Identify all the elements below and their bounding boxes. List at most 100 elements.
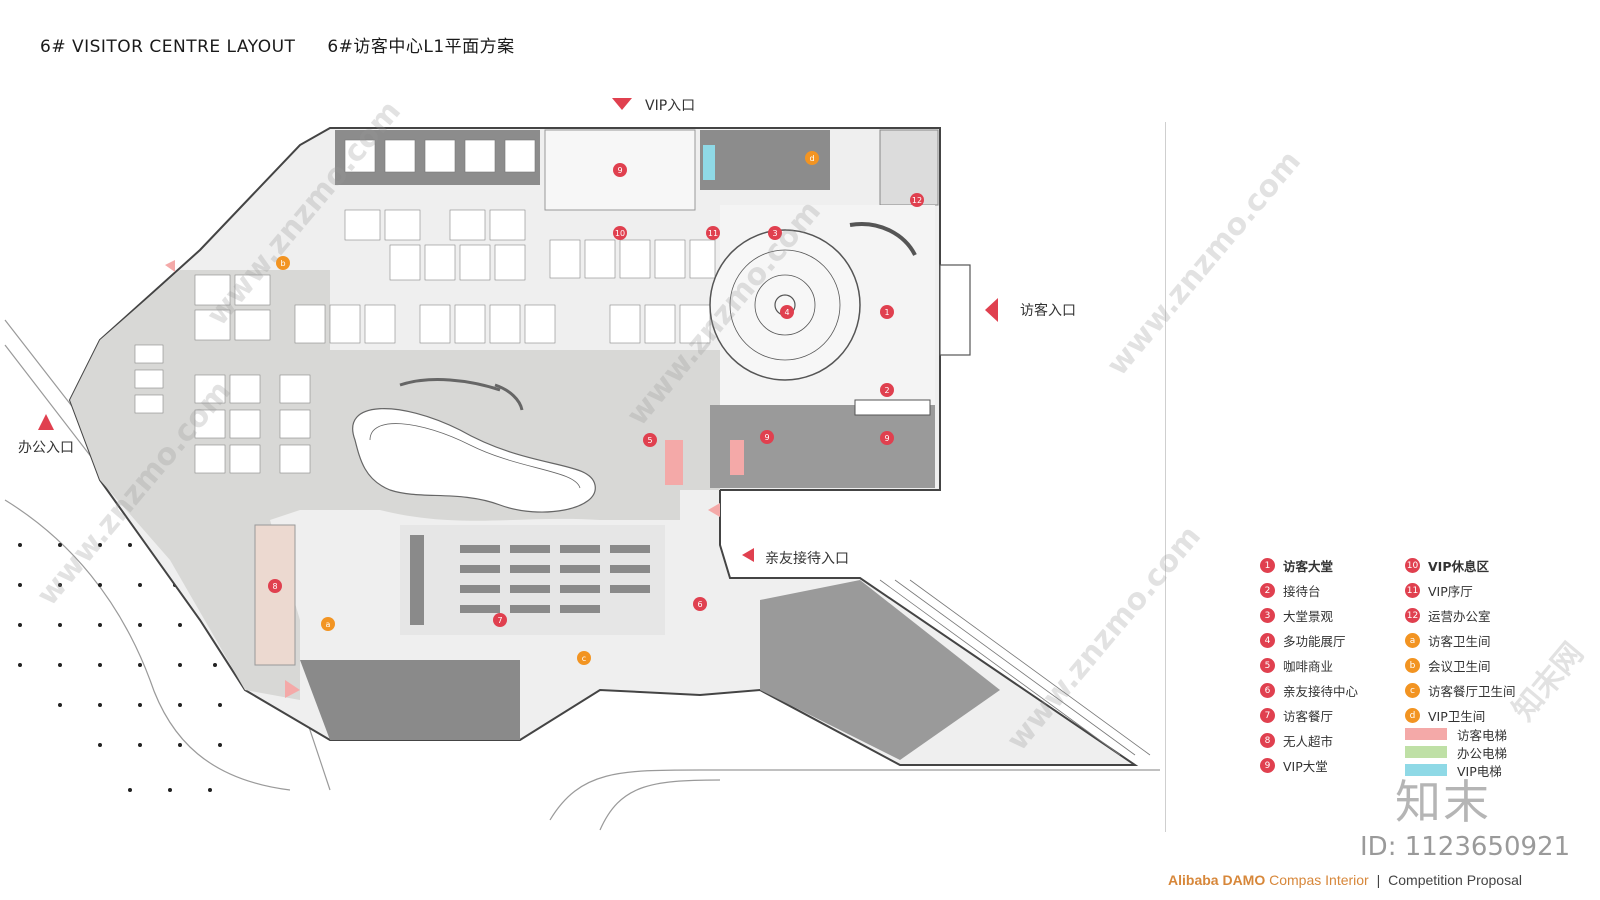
plan-marker-c: c xyxy=(577,651,591,665)
svg-text:2: 2 xyxy=(884,386,889,395)
legend-badge-12: 12 xyxy=(1405,608,1420,623)
legend-label-4: 多功能展厅 xyxy=(1283,634,1346,649)
svg-text:3: 3 xyxy=(772,229,777,238)
watermark-logo: 知末 xyxy=(1395,775,1491,829)
svg-text:9: 9 xyxy=(617,166,622,175)
legend-swatch-label: 办公电梯 xyxy=(1457,745,1508,761)
svg-text:9: 9 xyxy=(884,434,889,443)
legend-badge-a: a xyxy=(1405,633,1420,648)
friends-entry-arrow xyxy=(742,548,754,562)
office-entry-label: 办公入口 xyxy=(18,440,74,456)
legend-swatch-color xyxy=(1405,728,1447,740)
visitor-canopy xyxy=(939,264,971,356)
legend-item-11: 11 VIP序厅 xyxy=(1405,578,1516,603)
legend-badge-5: 5 xyxy=(1260,658,1275,673)
legend-label-12: 运营办公室 xyxy=(1428,609,1491,624)
legend-badge-11: 11 xyxy=(1405,583,1420,598)
legend-badge-4: 4 xyxy=(1260,633,1275,648)
plan-marker-3: 3 xyxy=(768,226,782,240)
dining-tables xyxy=(410,535,650,625)
footer-separator: | xyxy=(1376,872,1381,888)
plan-marker-a: a xyxy=(321,617,335,631)
side-entry-arrow xyxy=(165,260,175,272)
legend-item-4: 4 多功能展厅 xyxy=(1260,628,1358,653)
legend-label-5: 咖啡商业 xyxy=(1283,659,1334,674)
kitchen-dark-zone xyxy=(300,660,520,740)
plan-marker-9: 9 xyxy=(760,430,774,444)
plan-marker-b: b xyxy=(276,256,290,270)
visitor-entry-label: 访客入口 xyxy=(1020,303,1076,319)
plan-marker-12: 12 xyxy=(910,193,924,207)
plan-marker-9: 9 xyxy=(613,163,627,177)
supermarket xyxy=(254,524,296,666)
plan-marker-7: 7 xyxy=(493,613,507,627)
legend-badge-2: 2 xyxy=(1260,583,1275,598)
plan-marker-d: d xyxy=(805,151,819,165)
title-cn: 6#访客中心L1平面方案 xyxy=(327,37,515,57)
vip-entry-label: VIP入口 xyxy=(645,98,696,114)
legend-item-12: 12 运营办公室 xyxy=(1405,603,1516,628)
office-desks xyxy=(134,209,716,474)
plan-marker-9: 9 xyxy=(880,431,894,445)
legend-swatch-label: 访客电梯 xyxy=(1457,727,1508,743)
legend-label-11: VIP序厅 xyxy=(1428,584,1473,599)
dining-hall xyxy=(400,525,665,635)
ramp-lines xyxy=(879,579,1151,756)
watermark-id: ID: 1123650921 xyxy=(1360,832,1571,862)
legend-label-d: VIP卫生间 xyxy=(1428,709,1486,724)
title-en: 6# VISITOR CENTRE LAYOUT xyxy=(40,37,296,57)
page-title: 6# VISITOR CENTRE LAYOUT 6#访客中心L1平面方案 xyxy=(40,32,515,57)
svg-text:1: 1 xyxy=(884,308,889,317)
legend-swatch-color xyxy=(1405,746,1447,758)
legend-label-6: 亲友接待中心 xyxy=(1283,684,1359,699)
footer: Alibaba DAMO Compas Interior | Competiti… xyxy=(1168,872,1522,888)
plan-marker-1: 1 xyxy=(880,305,894,319)
svg-text:9: 9 xyxy=(764,433,769,442)
legend-badge-10: 10 xyxy=(1405,558,1420,573)
plan-marker-8: 8 xyxy=(268,579,282,593)
legend-item-5: 5 咖啡商业 xyxy=(1260,653,1358,678)
footer-proposal: Competition Proposal xyxy=(1388,872,1522,888)
legend-label-b: 会议卫生间 xyxy=(1428,659,1491,674)
legend-badge-8: 8 xyxy=(1260,733,1275,748)
plan-marker-10: 10 xyxy=(613,226,627,240)
svg-text:11: 11 xyxy=(708,229,718,238)
office-entry-arrow xyxy=(38,414,54,430)
svg-text:6: 6 xyxy=(697,600,702,609)
svg-text:10: 10 xyxy=(615,229,625,238)
legend-swatch-label: VIP电梯 xyxy=(1457,763,1502,779)
legend-label-9: VIP大堂 xyxy=(1283,759,1328,774)
plan-marker-6: 6 xyxy=(693,597,707,611)
svg-text:5: 5 xyxy=(647,436,652,445)
legend-label-1: 访客大堂 xyxy=(1283,559,1334,574)
legend-label-a: 访客卫生间 xyxy=(1428,634,1491,649)
office-12 xyxy=(879,129,939,206)
divider-line xyxy=(1165,122,1166,832)
visitor-entry-arrow xyxy=(985,298,998,322)
legend-label-2: 接待台 xyxy=(1283,584,1321,599)
legend-badge-9: 9 xyxy=(1260,758,1275,773)
legend-badge-d: d xyxy=(1405,708,1420,723)
svg-text:a: a xyxy=(326,620,331,629)
legend-item-a: a 访客卫生间 xyxy=(1405,628,1516,653)
legend-swatches: 访客电梯办公电梯 VIP电梯 xyxy=(1405,725,1507,779)
svg-text:4: 4 xyxy=(784,308,789,317)
plan-marker-4: 4 xyxy=(780,305,794,319)
side-entry-arrow-2 xyxy=(708,503,720,517)
vip-hall-dark xyxy=(710,405,935,488)
plan-marker-5: 5 xyxy=(643,433,657,447)
reception-counter xyxy=(854,399,931,416)
legend-badge-c: c xyxy=(1405,683,1420,698)
footer-brand: Alibaba DAMO xyxy=(1168,872,1266,888)
legend-swatch-item: 办公电梯 xyxy=(1405,743,1507,761)
legend-swatch-item: 访客电梯 xyxy=(1405,725,1507,743)
